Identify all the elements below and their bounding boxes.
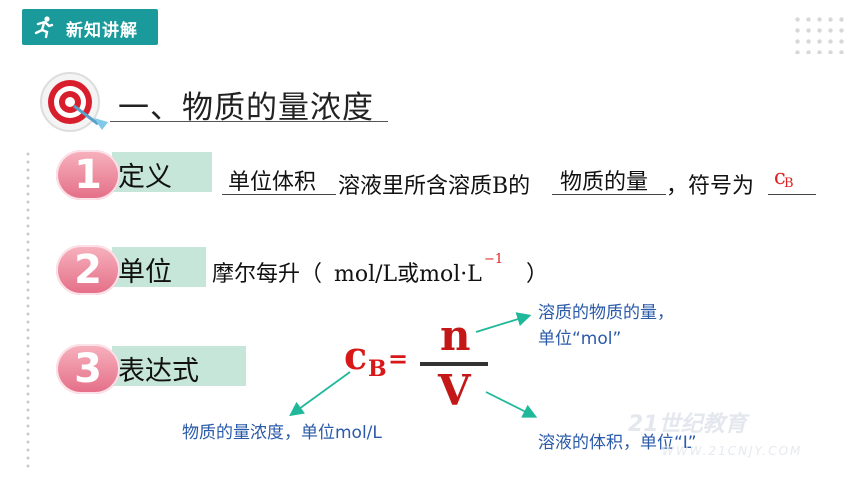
blank-fill — [222, 164, 336, 195]
unit-exponent: −1 — [484, 252, 504, 267]
blank-fill — [768, 164, 816, 195]
row-label-tab: 单位 — [112, 247, 206, 288]
row-label-tab: 定义 — [112, 152, 212, 193]
number-badge: 2 — [56, 245, 120, 295]
decorative-dot-grid — [792, 14, 848, 54]
formula-c-subscript: B — [368, 356, 387, 382]
badge-number-3: 3 — [74, 346, 102, 392]
row-label-definition: 定义 — [118, 162, 172, 193]
numerator-note-line2: 单位“mol” — [538, 329, 622, 349]
watermark-logo: 21世纪教育 — [628, 412, 747, 437]
formula-equals: = — [388, 344, 409, 373]
formula-c: c — [344, 333, 368, 378]
badge-number-1: 1 — [74, 152, 102, 198]
definition-text: 溶液里所含溶质B的 — [338, 174, 531, 199]
row-label-unit: 单位 — [118, 257, 172, 288]
fraction-bar — [420, 362, 488, 366]
formula-denominator: V — [438, 366, 471, 415]
volume-note: 溶液的体积，单位“L” — [538, 433, 697, 453]
title-underline — [110, 121, 388, 122]
row-label-expression: 表达式 — [118, 356, 199, 387]
target-icon — [40, 72, 108, 132]
symbol-c: c — [774, 165, 786, 189]
formula-numerator: n — [440, 311, 471, 360]
badge-number-2: 2 — [74, 247, 102, 293]
unit-text: 摩尔每升（ — [212, 262, 323, 287]
number-badge: 3 — [56, 344, 120, 394]
unit-close: ） — [526, 262, 549, 287]
blank-answer-1: 单位体积 — [228, 170, 317, 195]
page-title: 一、物质的量浓度 — [118, 90, 374, 126]
section-tag-label: 新知讲解 — [66, 21, 138, 41]
decorative-dotted-line — [26, 150, 30, 470]
blank-fill — [552, 164, 666, 195]
definition-text-2: ，符号为 — [666, 174, 755, 199]
symbol-subscript: B — [784, 176, 794, 191]
row-label-tab: 表达式 — [112, 346, 246, 387]
number-badge: 1 — [56, 150, 120, 200]
runner-icon — [34, 16, 54, 39]
unit-value: mol/L或mol·L — [334, 262, 482, 287]
concentration-note: 物质的量浓度，单位mol/L — [182, 423, 382, 443]
blank-answer-2: 物质的量 — [560, 170, 649, 195]
section-tag: 新知讲解 — [22, 9, 158, 45]
watermark-url: WWW.21CNJY.COM — [662, 444, 803, 458]
numerator-note-line1: 溶质的物质的量， — [538, 303, 674, 323]
